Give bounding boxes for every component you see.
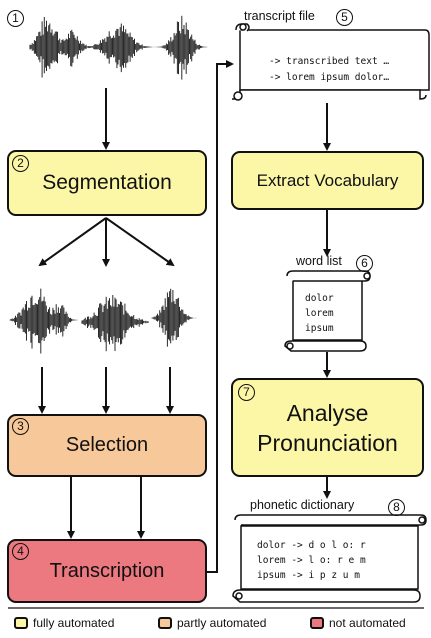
waveform-full-icon xyxy=(29,15,208,80)
arrow-transcription-to-transcript-file xyxy=(207,60,234,573)
step-number-5: 5 xyxy=(336,9,353,26)
legend-swatch-not xyxy=(310,617,324,629)
step-number-1: 1 xyxy=(7,10,24,27)
step-number-2: 2 xyxy=(12,155,29,172)
legend-swatch-partly xyxy=(158,617,172,629)
word-list-line-2: lorem xyxy=(305,308,334,319)
selection-box: Selection xyxy=(7,414,207,477)
legend-label-fully: fully automated xyxy=(33,616,115,630)
arrow-segmentation-to-wave-a xyxy=(38,217,107,267)
waveform-segment-icon xyxy=(151,288,197,347)
step-number-3: 3 xyxy=(12,418,29,435)
analyse-pronunciation-box: Analyse Pronunciation xyxy=(231,378,424,477)
analyse-label-line1: Analyse xyxy=(286,399,369,426)
transcription-label: Transcription xyxy=(49,559,165,582)
arrow-segmentation-to-wave-c xyxy=(105,217,175,267)
step-number-8: 8 xyxy=(388,499,405,516)
phonetic-dictionary-scroll xyxy=(232,514,427,603)
phonetic-dictionary-title: phonetic dictionary xyxy=(250,498,355,512)
transcript-file-scroll xyxy=(232,23,430,101)
selection-label: Selection xyxy=(65,434,149,456)
extract-vocabulary-label: Extract Vocabulary xyxy=(256,170,399,190)
step-number-7: 7 xyxy=(238,384,255,401)
analyse-label-line2: Pronunciation xyxy=(257,429,398,456)
phonetic-line-3: ipsum -> i p z u m xyxy=(257,570,360,581)
word-list-line-3: ipsum xyxy=(305,323,334,334)
legend-not-automated: not automated xyxy=(310,616,406,630)
phonetic-line-1: dolor -> d o l o: r xyxy=(257,540,366,551)
step-number-4: 4 xyxy=(12,543,29,560)
transcript-line-1: -> transcribed text … xyxy=(269,56,390,67)
legend-label-not: not automated xyxy=(329,616,406,630)
waveform-segment-icon xyxy=(9,288,78,354)
extract-vocabulary-box: Extract Vocabulary xyxy=(231,151,424,210)
waveform-segment-icon xyxy=(81,295,149,352)
phonetic-line-2: lorem -> l o: r e m xyxy=(257,555,366,566)
legend-label-partly: partly automated xyxy=(177,616,267,630)
segmentation-box: Segmentation xyxy=(7,150,207,216)
segmentation-label: Segmentation xyxy=(42,171,172,194)
word-list-line-1: dolor xyxy=(305,293,334,304)
transcript-line-2: -> lorem ipsum dolor… xyxy=(269,72,390,83)
transcript-file-title: transcript file xyxy=(244,9,315,23)
transcription-box: Transcription xyxy=(7,539,207,603)
word-list-scroll xyxy=(284,270,371,352)
word-list-title: word list xyxy=(296,254,342,268)
legend-swatch-fully xyxy=(14,617,28,629)
step-number-6: 6 xyxy=(356,255,373,272)
legend-fully-automated: fully automated xyxy=(14,616,114,630)
legend-partly-automated: partly automated xyxy=(158,616,266,630)
